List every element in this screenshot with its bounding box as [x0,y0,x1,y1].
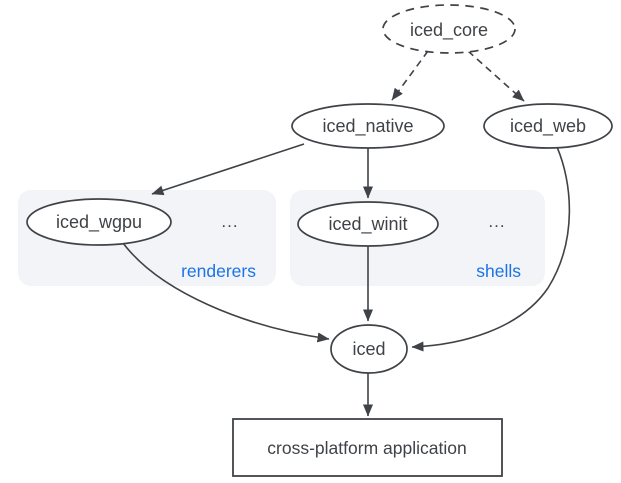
node-iced-winit [297,201,439,247]
labels-layer: iced_core iced_native iced_web iced_wgpu… [56,20,586,458]
node-iced [330,324,408,374]
label-cross-platform-application: cross-platform application [267,438,466,458]
node-cross-platform-application [232,418,503,477]
edge-iced-core-to-iced-web [467,50,525,102]
shells-group-label: shells [476,261,521,281]
node-iced-native [291,103,445,149]
node-iced-web [483,103,613,149]
label-iced-core: iced_core [410,20,488,41]
label-iced: iced [352,339,385,359]
label-iced-native: iced_native [322,116,413,137]
label-iced-wgpu: iced_wgpu [56,212,142,233]
edge-iced-native-to-iced-wgpu [151,143,305,196]
label-iced-winit: iced_winit [328,214,407,235]
label-iced-web: iced_web [510,116,586,137]
renderers-group-label: renderers [181,261,256,281]
node-iced-wgpu [26,198,172,246]
edges-layer [122,50,571,417]
renderers-ellipsis: ... [221,212,238,231]
shells-ellipsis: ... [488,212,505,231]
node-iced-core [382,4,516,54]
nodes-layer [26,4,613,477]
edge-iced-web-to-iced [411,146,571,352]
edge-iced-wgpu-to-iced [122,242,330,343]
edge-iced-core-to-iced-native [391,50,429,101]
